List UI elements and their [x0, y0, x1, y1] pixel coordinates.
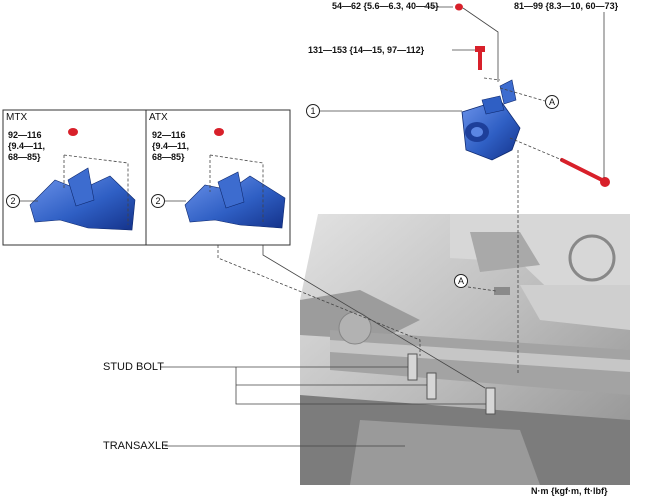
unit-note: N·m {kgf·m, ft·lbf} — [531, 486, 608, 496]
callout-2-mtx: 2 — [6, 194, 20, 208]
fasteners — [455, 3, 610, 187]
callout-a-bay: A — [454, 274, 468, 288]
callout-1: 1 — [306, 104, 320, 118]
torque-mtx-bolt: 92—116 {9.4—11, 68—85} — [8, 130, 46, 162]
atx-title: ATX — [149, 112, 168, 123]
callout-2-atx: 2 — [151, 194, 165, 208]
long-bolt-icon — [560, 158, 604, 182]
transaxle-label: TRANSAXLE — [103, 440, 169, 452]
torque-long-bolt: 81—99 {8.3—10, 60—73} — [514, 1, 619, 11]
mtx-title: MTX — [6, 112, 28, 123]
torque-stud-nut: 131—153 {14—15, 97—112} — [308, 45, 425, 55]
torque-atx-bolt: 92—116 {9.4—11, 68—85} — [152, 130, 190, 162]
atx-panel — [145, 109, 291, 246]
callout-a-top: A — [545, 95, 559, 109]
mtx-panel — [2, 109, 147, 246]
stud-nut-icon — [475, 46, 485, 52]
stud-bolt-label: STUD BOLT — [103, 361, 164, 373]
torque-top-bolt: 54—62 {5.6—6.3, 40—45} — [332, 1, 439, 11]
top-bolt-head-icon — [455, 3, 463, 11]
engine-mount-part — [461, 79, 521, 161]
stud-bolts — [407, 353, 496, 415]
engine-bay-illustration — [300, 214, 630, 485]
